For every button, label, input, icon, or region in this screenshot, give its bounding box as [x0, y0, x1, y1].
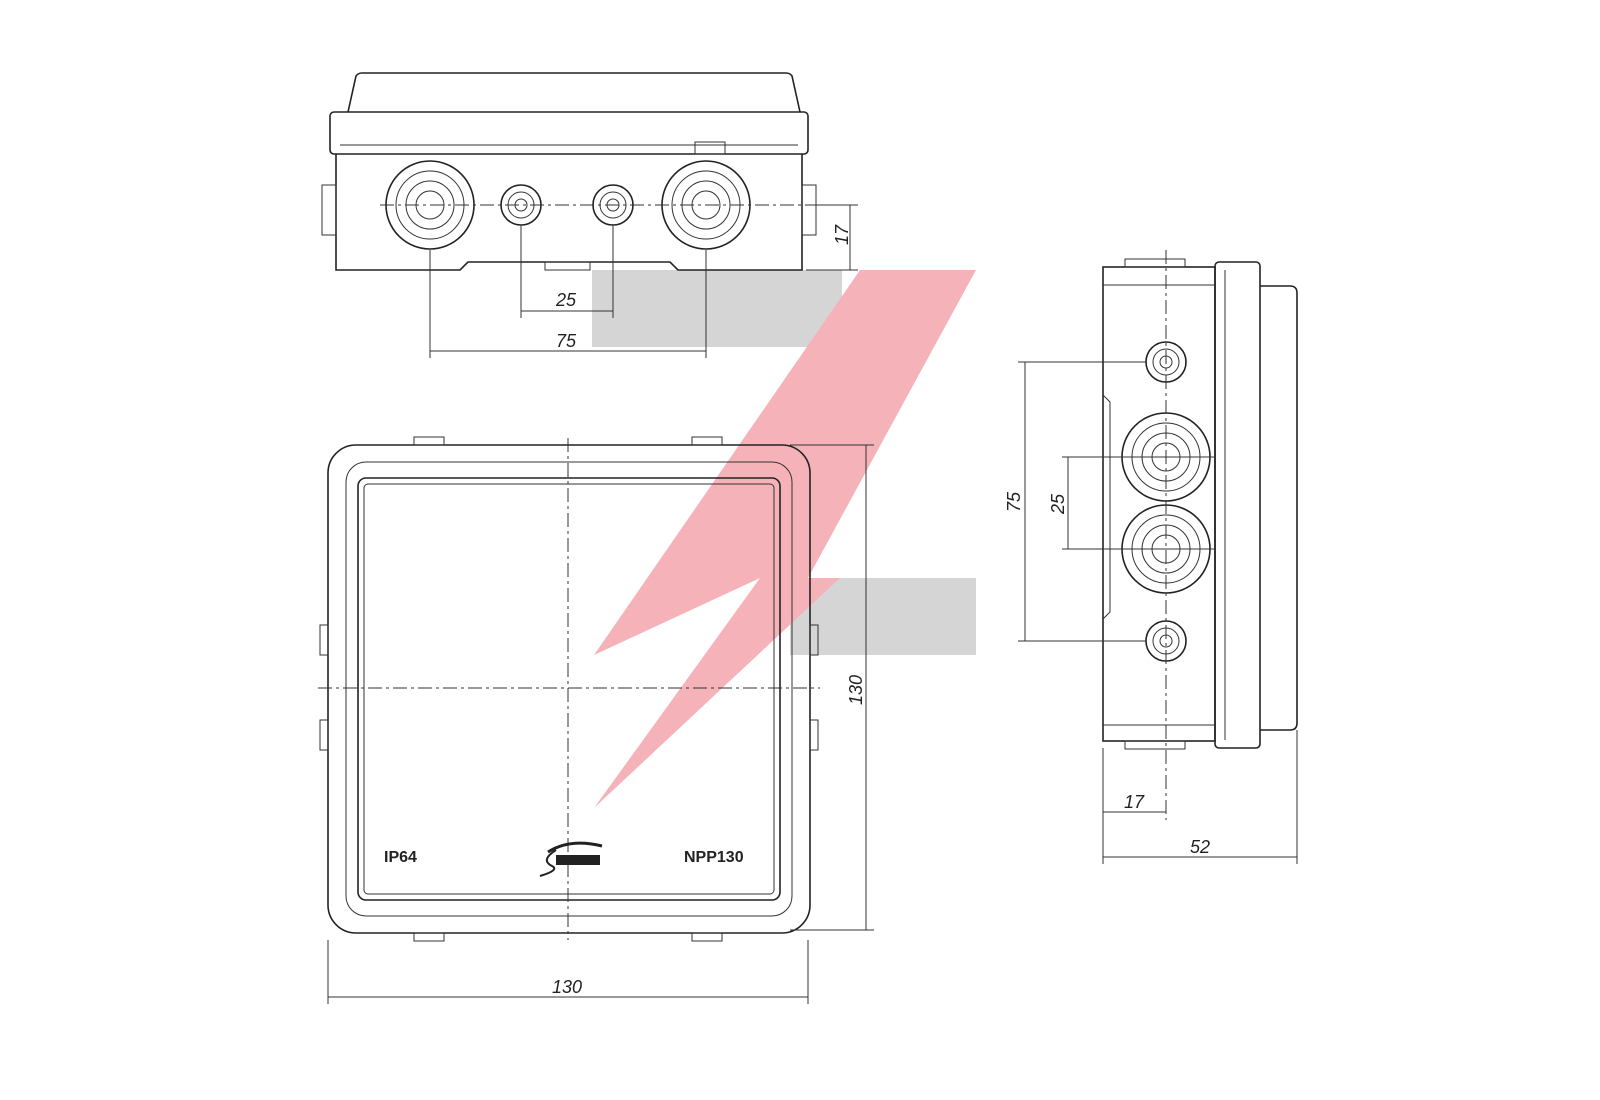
front-view: IP64 NPP130 130 130: [318, 436, 874, 1004]
side-dim-offset: 17: [1124, 792, 1145, 812]
label-ip-rating: IP64: [384, 849, 417, 866]
top-dim-height: 17: [832, 224, 852, 245]
top-view: 17 25 75: [321, 72, 858, 358]
watermark: [592, 270, 976, 808]
front-dim-width: 130: [552, 977, 582, 997]
top-dim-large-spacing: 75: [556, 331, 577, 351]
watermark-block-top: [592, 270, 842, 347]
side-dim-depth: 52: [1190, 837, 1210, 857]
side-dim-large-spacing: 75: [1004, 491, 1024, 512]
brand-logo: [539, 841, 603, 877]
front-dim-height: 130: [846, 675, 866, 705]
side-dim-small-spacing: 25: [1048, 493, 1068, 515]
side-view: 75 25 17 52: [1004, 250, 1298, 864]
watermark-bolt: [594, 270, 976, 808]
top-dim-small-spacing: 25: [555, 290, 577, 310]
label-model: NPP130: [684, 849, 744, 866]
